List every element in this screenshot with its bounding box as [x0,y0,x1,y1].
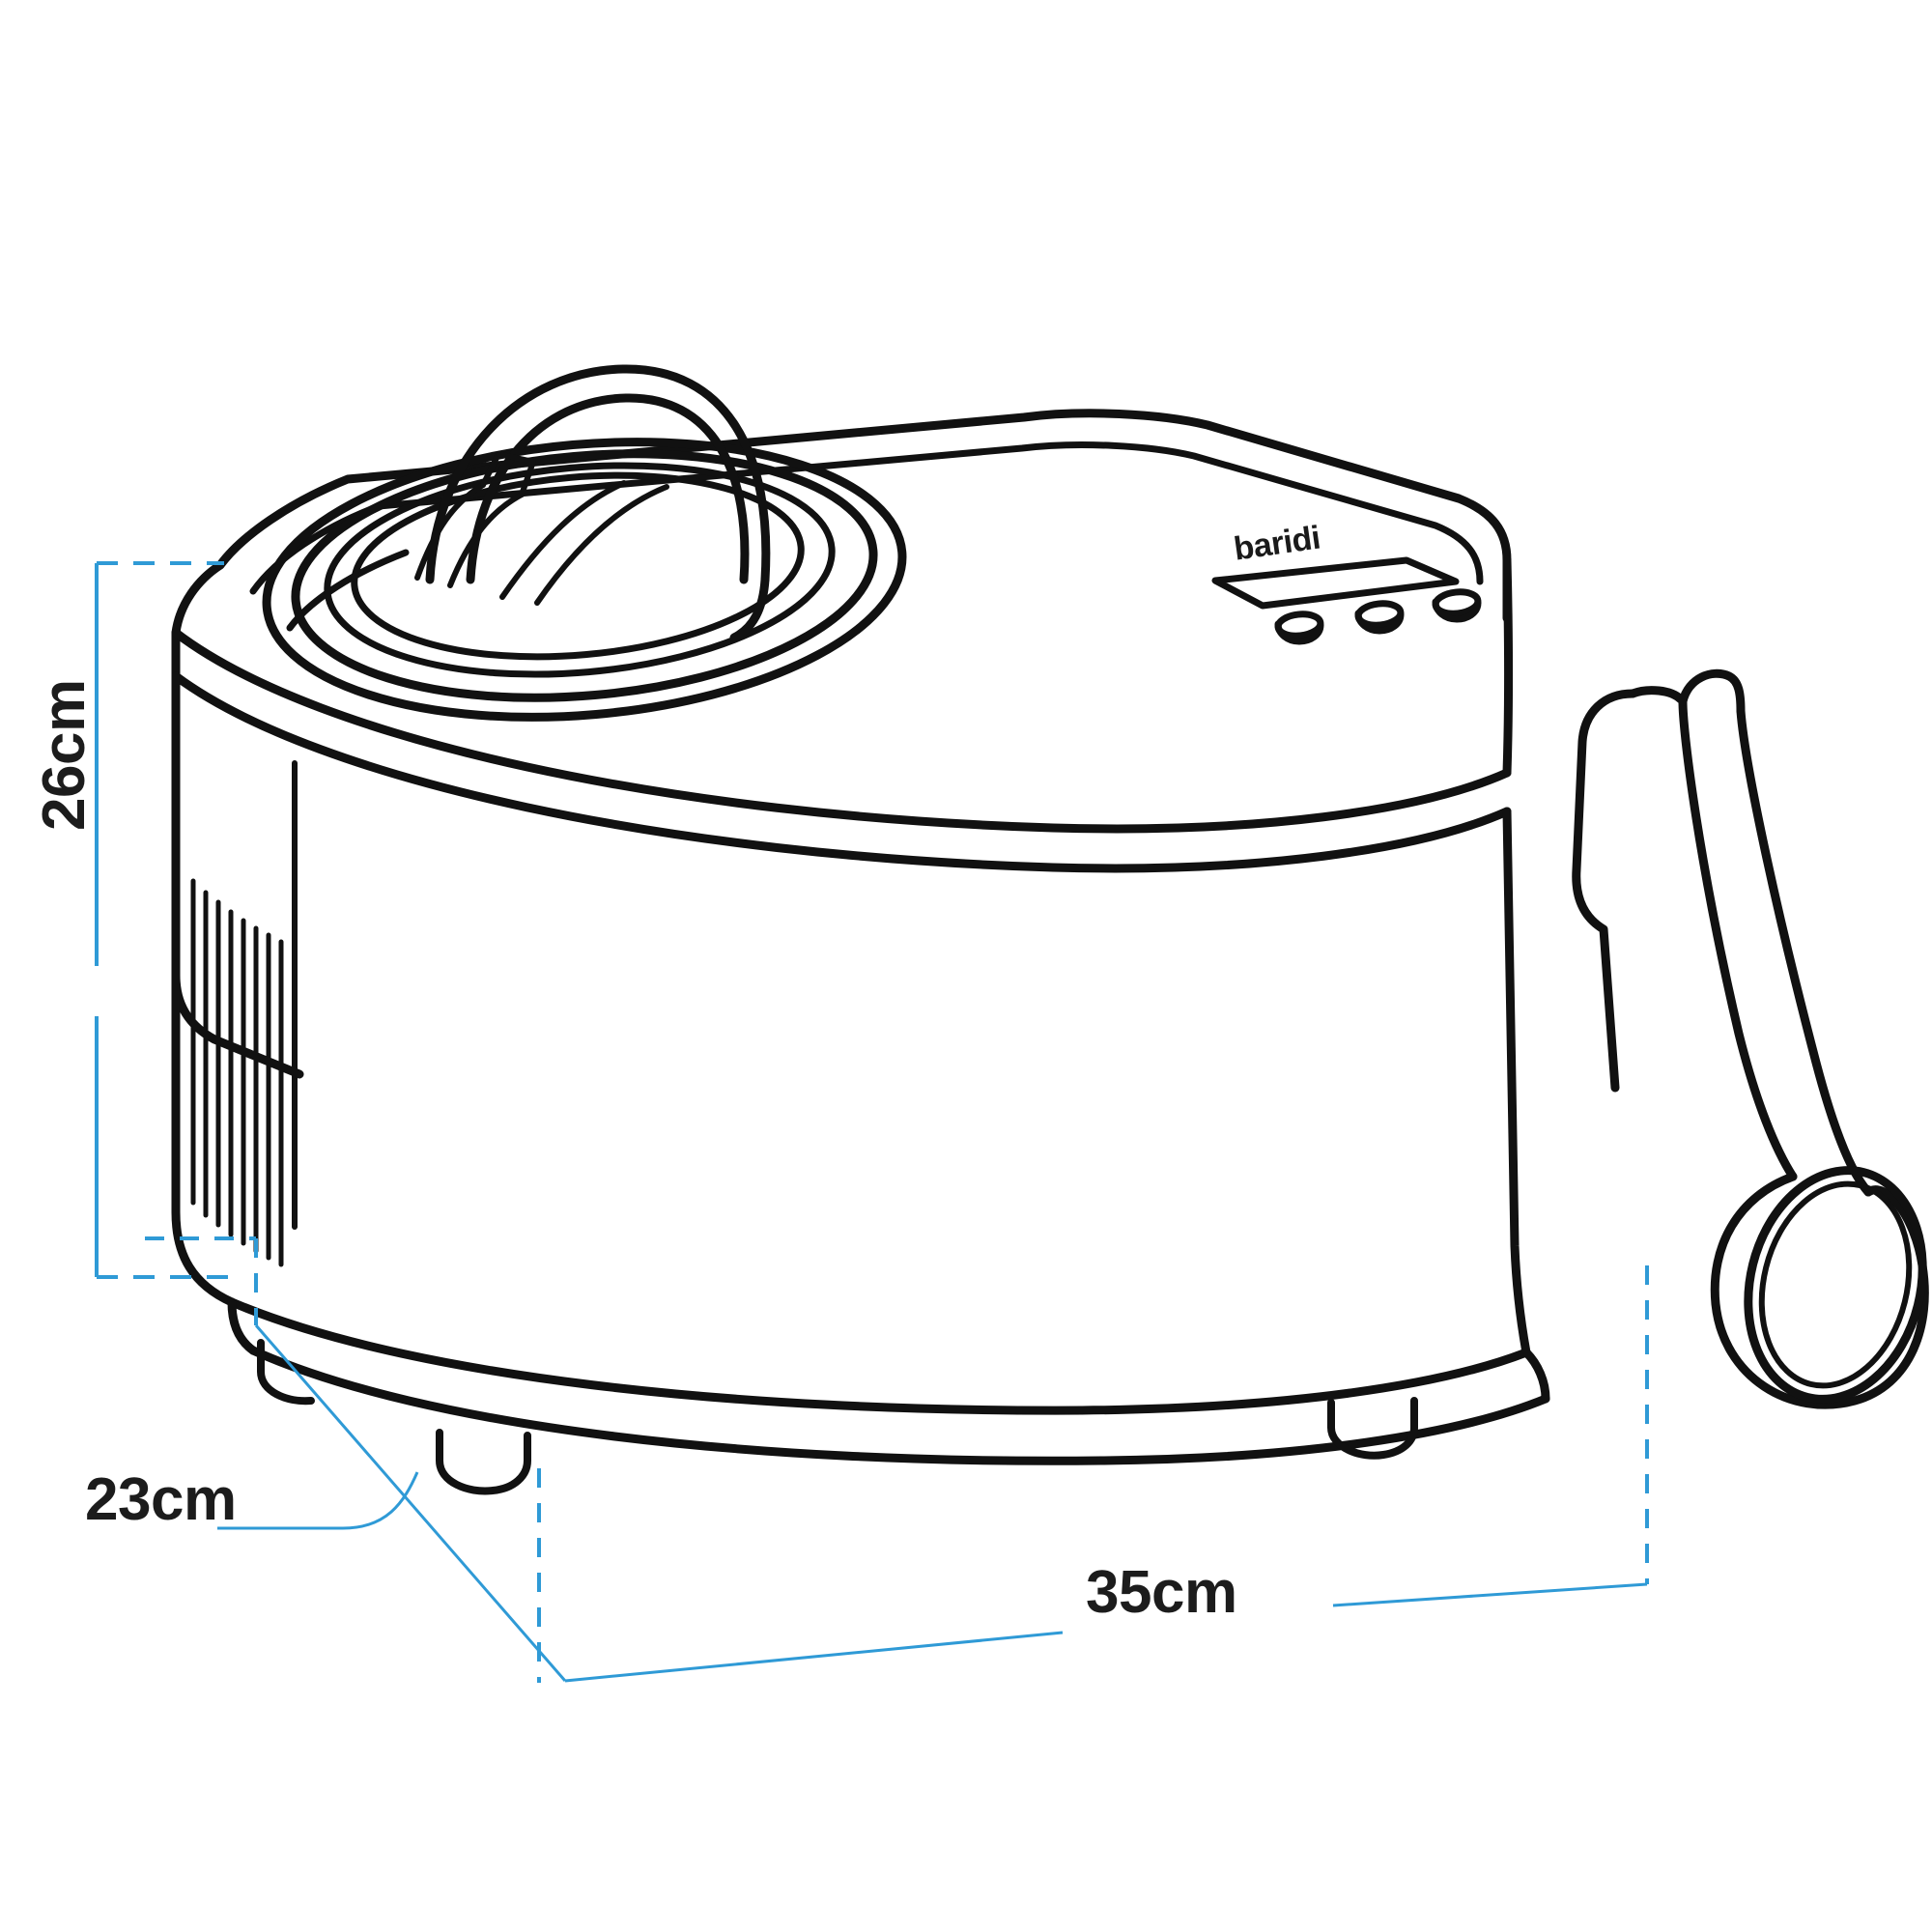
width-dimension-35cm [537,1265,1649,1683]
ventilation-slats [190,878,284,1267]
depth-dimension-line [254,1324,567,1682]
scoop-holder [1572,686,1686,1093]
control-buttons [1274,588,1482,645]
height-dimension-label: 26cm [31,679,98,831]
front-face [171,671,1550,1465]
domed-lid [425,364,771,642]
bowl-opening-rings [262,438,907,722]
depth-leader-line [217,1471,419,1530]
width-dimension-label: 35cm [1086,1559,1237,1626]
scoop-bowl-inner [1758,1180,1913,1389]
lcd-display-icon [1211,556,1460,610]
dome-panel-lines [414,451,669,606]
depth-dimension-label: 23cm [85,1466,237,1533]
height-dimension-26cm [95,561,232,1279]
width-dimension-line-left [564,1631,1064,1683]
width-dimension-line-right [1332,1582,1648,1607]
depth-dimension-23cm [145,1236,567,1682]
bowl-opening-inner-rings [324,462,836,678]
scoop-icon [1678,668,1929,1409]
rubber-feet [257,1339,1418,1495]
machine-body [171,409,1513,1079]
control-panel [1211,556,1460,610]
